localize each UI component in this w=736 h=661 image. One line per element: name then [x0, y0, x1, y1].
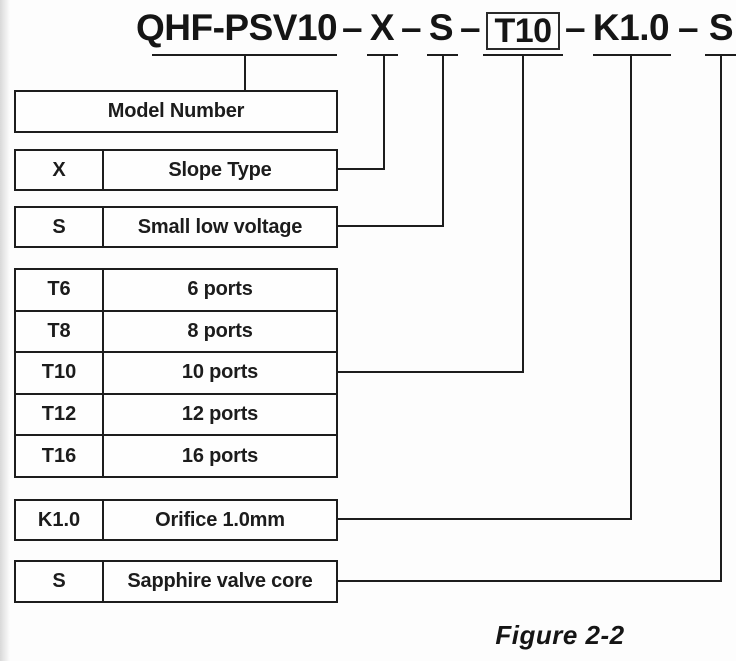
- ports-label: 12 ports: [181, 403, 259, 426]
- orifice-label: Orifice 1.0mm: [155, 508, 285, 531]
- ports-label: 10 ports: [181, 361, 259, 384]
- dash-separator: –: [564, 7, 586, 48]
- dash-separator: –: [341, 7, 363, 48]
- connector-voltage-vertical: [442, 55, 444, 227]
- title-segment-slope: X: [369, 7, 395, 48]
- underline-slope: [367, 54, 398, 56]
- valve-core-code: S: [16, 562, 104, 601]
- model-number-box: Model Number: [14, 90, 338, 133]
- ports-label: 6 ports: [187, 278, 253, 301]
- title-segment-voltage: S: [428, 7, 454, 48]
- dash-separator: –: [459, 7, 481, 48]
- figure-caption: Figure 2-2: [495, 620, 625, 650]
- ports-code: T8: [16, 311, 104, 352]
- connector-orifice-horizontal: [336, 518, 632, 520]
- ports-row-t8: T8 8 ports: [16, 309, 336, 352]
- connector-slope-vertical: [383, 55, 385, 170]
- ports-code: T6: [16, 270, 104, 310]
- ports-code: T16: [16, 436, 104, 476]
- orifice-code: K1.0: [16, 501, 104, 539]
- ports-label: 16 ports: [181, 444, 259, 467]
- ports-label: 8 ports: [187, 319, 253, 342]
- voltage-label: Small low voltage: [137, 215, 303, 238]
- title-segment-core: S: [708, 7, 734, 48]
- orifice-row: K1.0 Orifice 1.0mm: [14, 499, 338, 541]
- ports-code: T10: [16, 353, 104, 393]
- voltage-row: S Small low voltage: [14, 206, 338, 248]
- model-number-label: Model Number: [107, 100, 245, 122]
- ports-code: T12: [16, 394, 104, 435]
- connector-ports-horizontal: [336, 371, 524, 373]
- title-segment-ports: T10: [494, 11, 552, 50]
- slope-type-label: Slope Type: [168, 158, 272, 181]
- slope-type-row: X Slope Type: [14, 149, 338, 191]
- title-segment-prefix: QHF-PSV10: [136, 7, 338, 48]
- voltage-code: S: [16, 208, 104, 246]
- slope-type-code: X: [16, 151, 104, 189]
- title-segment-orifice: K1.0: [592, 7, 670, 48]
- valve-core-label: Sapphire valve core: [127, 570, 313, 592]
- scan-edge-shadow: [0, 0, 10, 661]
- highlighted-segment-box: T10: [486, 12, 560, 50]
- ports-row-t10: T10 10 ports: [16, 351, 336, 393]
- connector-voltage-horizontal: [336, 225, 444, 227]
- connector-ports-vertical: [522, 55, 524, 373]
- ports-row-t12: T12 12 ports: [16, 392, 336, 435]
- connector-slope-horizontal: [336, 168, 385, 170]
- dash-separator: –: [677, 7, 699, 48]
- ports-table: T6 6 ports T8 8 ports T10 10 ports T12 1…: [14, 268, 338, 478]
- dash-separator: –: [400, 7, 422, 48]
- connector-model-vertical: [244, 55, 246, 91]
- ports-row-t16: T16 16 ports: [16, 434, 336, 476]
- valve-core-row: S Sapphire valve core: [14, 560, 338, 603]
- underline-orifice: [593, 54, 671, 56]
- connector-core-vertical: [720, 55, 722, 582]
- ports-row-t6: T6 6 ports: [16, 270, 336, 310]
- connector-orifice-vertical: [630, 55, 632, 520]
- connector-core-horizontal: [336, 580, 722, 582]
